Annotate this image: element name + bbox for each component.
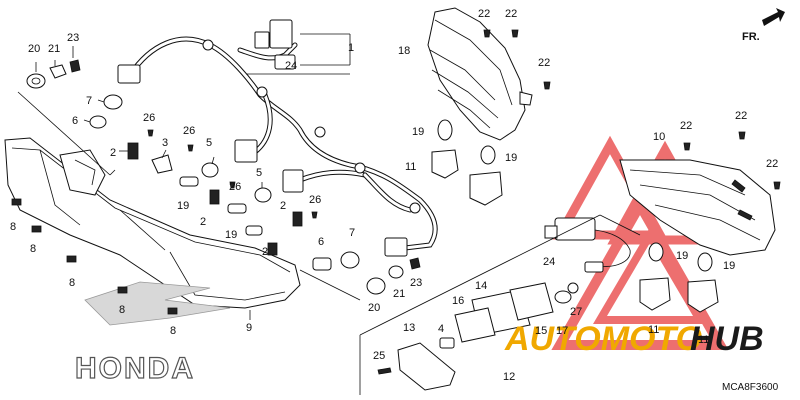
callout: 11 bbox=[405, 161, 416, 173]
callout: 23 bbox=[410, 277, 422, 289]
callout: 19 bbox=[505, 152, 517, 164]
callout: 19 bbox=[723, 260, 735, 272]
callout: 26 bbox=[143, 112, 155, 124]
callout: 21 bbox=[48, 43, 60, 55]
callout: 23 bbox=[67, 32, 79, 44]
callout: 20 bbox=[28, 43, 40, 55]
callout: 8 bbox=[30, 243, 36, 255]
callout: 7 bbox=[349, 227, 355, 239]
callout: 11 bbox=[698, 334, 709, 346]
callout: 8 bbox=[119, 304, 125, 316]
diagram-code: MCA8F3600 bbox=[722, 382, 779, 393]
callout: 14 bbox=[475, 280, 487, 292]
callout: 22 bbox=[538, 57, 550, 69]
callout: 6 bbox=[318, 236, 324, 248]
callout: 27 bbox=[570, 306, 582, 318]
callout: 15 bbox=[535, 325, 547, 337]
right-sockets bbox=[431, 119, 719, 313]
left-small-parts bbox=[26, 59, 421, 295]
callout: 18 bbox=[398, 45, 410, 57]
callout: 22 bbox=[766, 158, 778, 170]
callout: 9 bbox=[246, 322, 252, 334]
callout: 8 bbox=[170, 325, 176, 337]
callout: 22 bbox=[478, 8, 490, 20]
callout: 7 bbox=[86, 95, 92, 107]
wire-harness bbox=[127, 36, 438, 251]
callout: 25 bbox=[373, 350, 385, 362]
callout: 22 bbox=[735, 110, 747, 122]
callout: 22 bbox=[505, 8, 517, 20]
callout: 12 bbox=[503, 371, 515, 383]
front-direction-arrow: FR. bbox=[742, 8, 785, 43]
callout: 19 bbox=[225, 229, 237, 241]
callout: 26 bbox=[183, 125, 195, 137]
callout: 2 bbox=[200, 216, 206, 228]
gasket-pads bbox=[11, 198, 178, 315]
callout: 2 bbox=[280, 200, 286, 212]
callout: 19 bbox=[676, 250, 688, 262]
watermark-text: AUTOMOTO HUB bbox=[504, 320, 764, 358]
callout: 4 bbox=[438, 323, 444, 335]
callout-numbers: 1 2 2 2 2 3 4 5 5 6 6 7 7 8 8 8 8 8 9 10… bbox=[10, 8, 778, 383]
callout: 26 bbox=[309, 194, 321, 206]
callout: 10 bbox=[653, 131, 665, 143]
callout: 5 bbox=[206, 137, 212, 149]
callout: 24 bbox=[285, 60, 297, 72]
watermark-word-2: HUB bbox=[690, 320, 764, 358]
callout: 24 bbox=[543, 256, 555, 268]
callout: 11 bbox=[648, 324, 659, 336]
callout: 26 bbox=[229, 181, 241, 193]
callout: 1 bbox=[348, 42, 354, 54]
callout: 8 bbox=[10, 221, 16, 233]
callout: 2 bbox=[110, 147, 116, 159]
callout: 19 bbox=[412, 126, 424, 138]
honda-logo-text: HONDA bbox=[75, 352, 195, 385]
callout: 17 bbox=[556, 325, 568, 337]
callout: 6 bbox=[72, 115, 78, 127]
front-direction-label: FR. bbox=[742, 31, 760, 43]
leader-lines-left bbox=[17, 33, 361, 320]
callout: 5 bbox=[256, 167, 262, 179]
turn-signal-lens bbox=[619, 159, 776, 256]
callout: 20 bbox=[368, 302, 380, 314]
callout: 13 bbox=[403, 322, 415, 334]
screws-22 bbox=[483, 29, 781, 190]
callout: 3 bbox=[162, 137, 168, 149]
callout: 8 bbox=[69, 277, 75, 289]
watermark-word-1: AUTOMOTO bbox=[504, 320, 702, 358]
upper-rear-lens bbox=[427, 7, 533, 141]
license-light-assembly bbox=[359, 214, 641, 395]
callout: 22 bbox=[680, 120, 692, 132]
callout: 16 bbox=[452, 295, 464, 307]
callout: 2 bbox=[262, 246, 268, 258]
callout: 21 bbox=[393, 288, 405, 300]
tail-light-housing bbox=[4, 137, 301, 309]
callout: 19 bbox=[177, 200, 189, 212]
harness-connectors bbox=[117, 19, 421, 257]
